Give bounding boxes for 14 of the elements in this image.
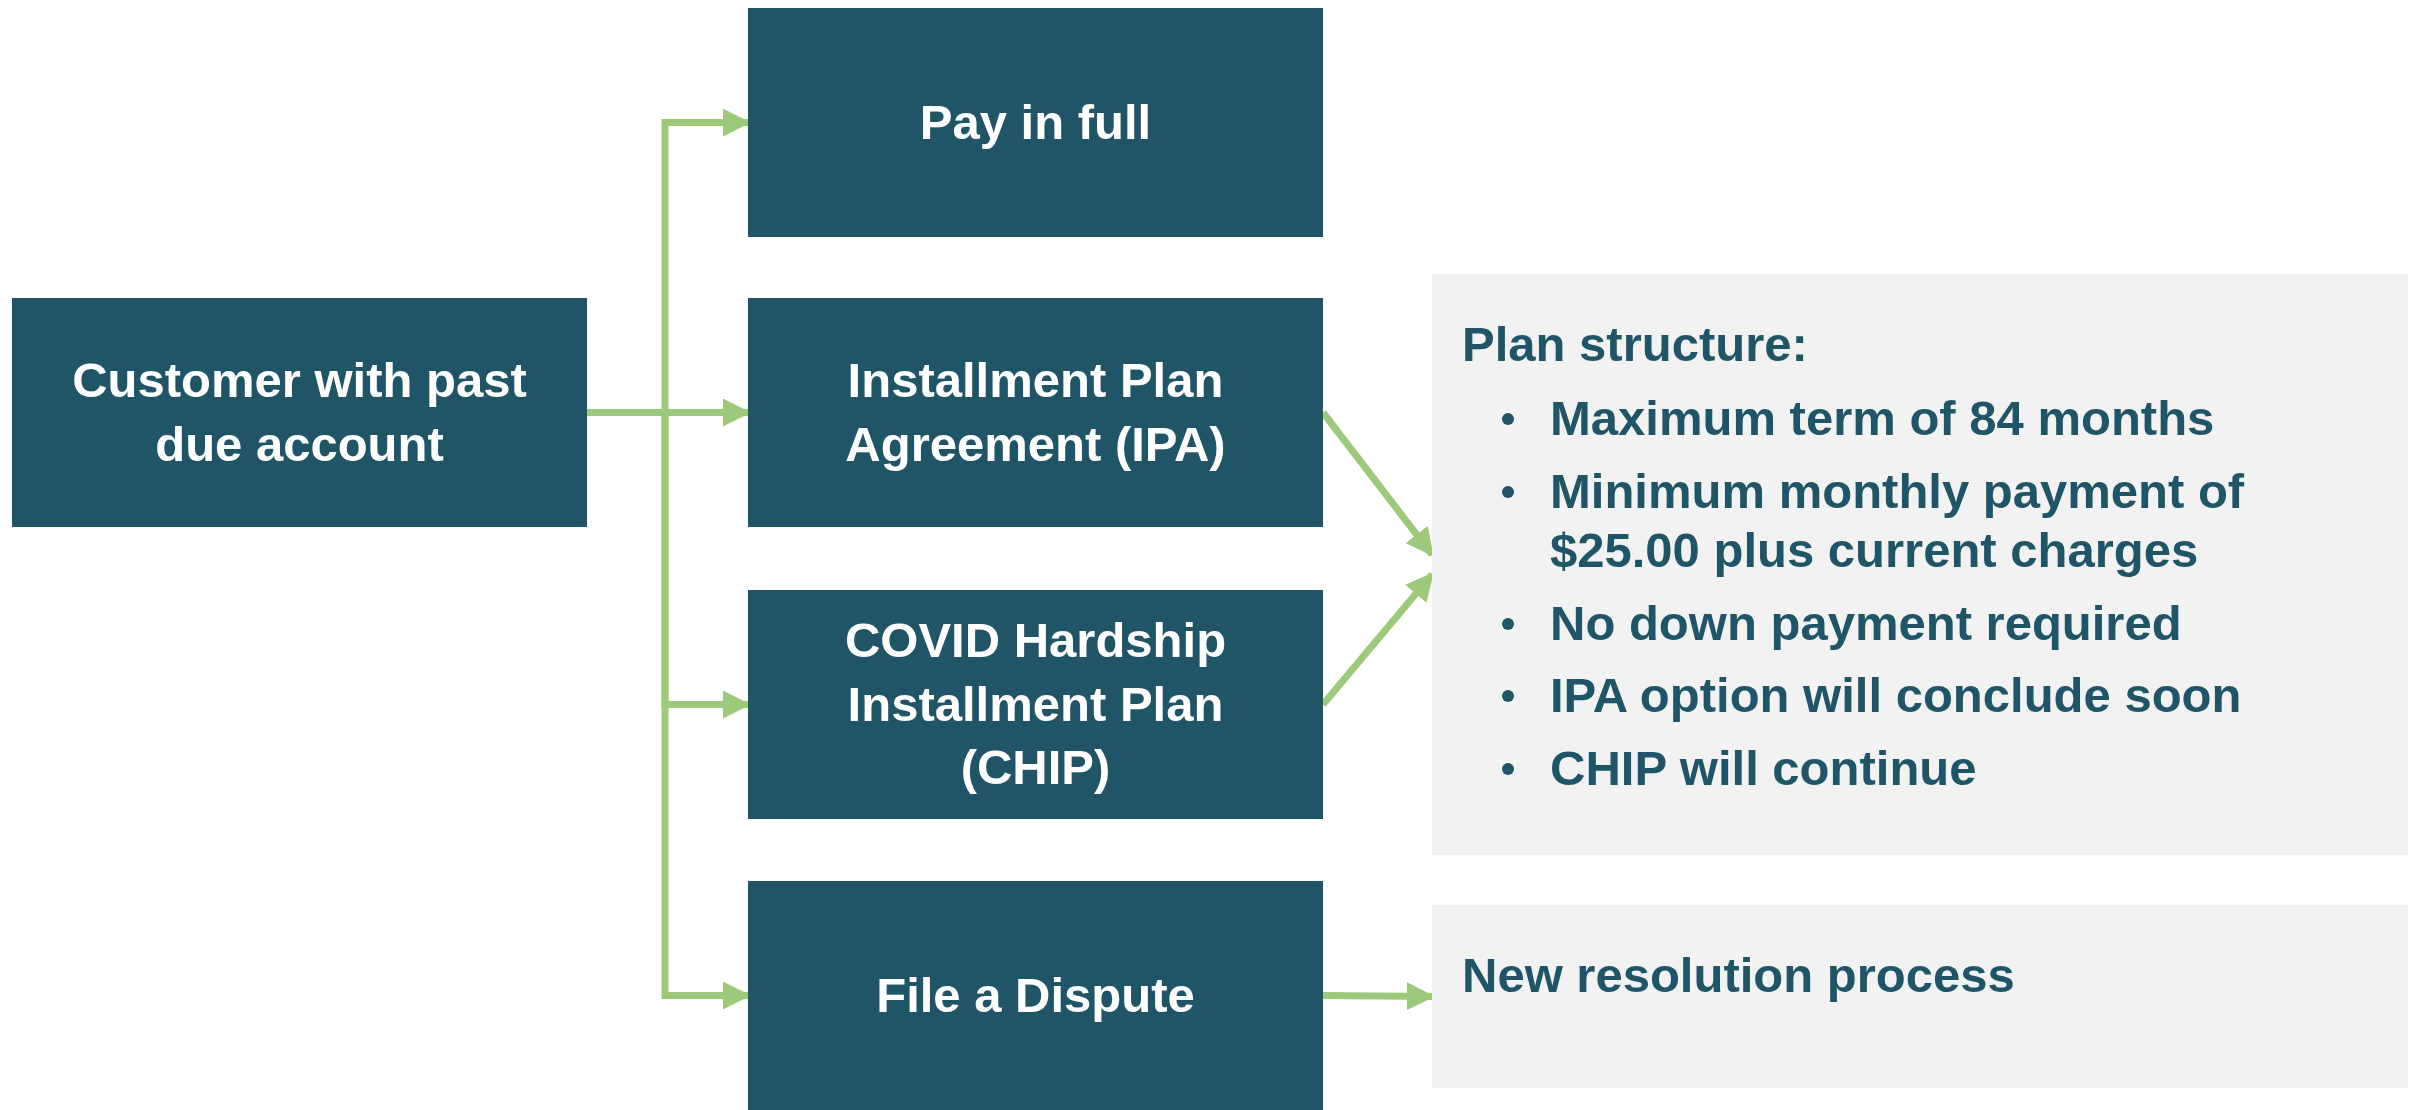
note-panel [1432,905,2408,1088]
bullet-item: No down payment required [1462,593,2328,653]
panel-heading: Plan structure: [1462,316,1809,373]
process-box: File a Dispute [748,881,1323,1110]
panel-heading: New resolution process [1462,947,2016,1004]
bullet-item: Maximum term of 84 months [1462,389,2328,449]
process-box: Customer with past due account [12,298,587,527]
bullet-item: Minimum monthly payment of $25.00 plus current charges [1462,462,2328,580]
process-box: COVID Hardship Installment Plan (CHIP) [748,590,1323,819]
process-box: Pay in full [748,8,1323,237]
note-panel [1432,274,2408,855]
process-box: Installment Plan Agreement (IPA) [748,298,1323,527]
bullet-item: IPA option will conclude soon [1462,666,2328,726]
bullet-item: CHIP will continue [1462,739,2328,799]
